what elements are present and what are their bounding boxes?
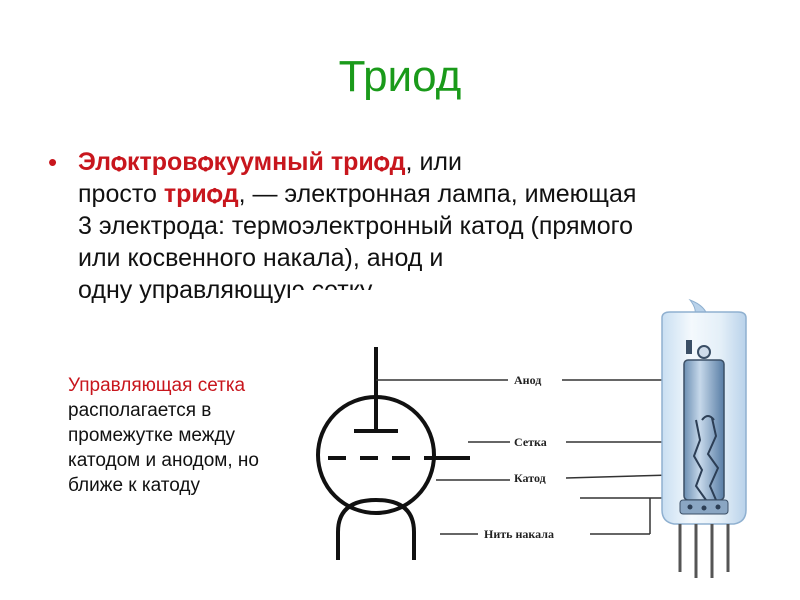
definition-text-2-post: , — электронная лампа, имеющая [238,180,637,208]
grid-wire-top [701,415,715,421]
definition-line-1: Элѻктровѻкуумный триѻд, или [78,146,748,178]
label-cathode: Катод [514,471,546,485]
top-cap [697,345,711,359]
definition-line-2: просто триѻд, — электронная лампа, имеющ… [78,178,748,210]
definition-text-2-pre: просто [78,180,164,208]
slide-title: Триод [338,52,462,101]
bullet-dot-icon: • [48,147,58,177]
grid-note: Управляющая сетка располагается в промеж… [68,373,298,498]
label-anode: Анод [514,373,541,387]
note-text: располагается в промежутке между катодом… [68,400,259,496]
definition-bullet: • Элѻктровѻкуумный триѻд, или просто три… [48,146,748,306]
definition-text: Элѻктровѻкуумный триѻд, или просто триѻд… [78,146,748,306]
top-support [686,340,692,354]
tube-pins [678,524,730,578]
base-rivet-3 [715,504,721,510]
definition-line-3: 3 электрода: термоэлектронный катод (пря… [78,212,634,240]
definition-line-4: или косвенного накала), анод и [78,244,444,272]
triode-schematic-symbol [316,347,470,560]
note-term: Управляющая сетка [68,375,246,396]
grid-wire-1 [692,419,707,501]
definition-text-1: , или [405,148,462,176]
label-filament: Нить накала [484,527,554,541]
anode-cylinder [683,359,725,501]
vacuum-tube-illustration [661,298,747,578]
grid-wire-2 [706,417,720,501]
label-grid: Сетка [514,435,547,449]
base-rivet-1 [687,504,693,510]
term-triode: триѻд [163,180,239,208]
base-rivet-2 [701,505,707,511]
term-vacuum-triode: Элѻктровѻкуумный триѻд [78,148,406,176]
filament-loop [336,497,416,560]
